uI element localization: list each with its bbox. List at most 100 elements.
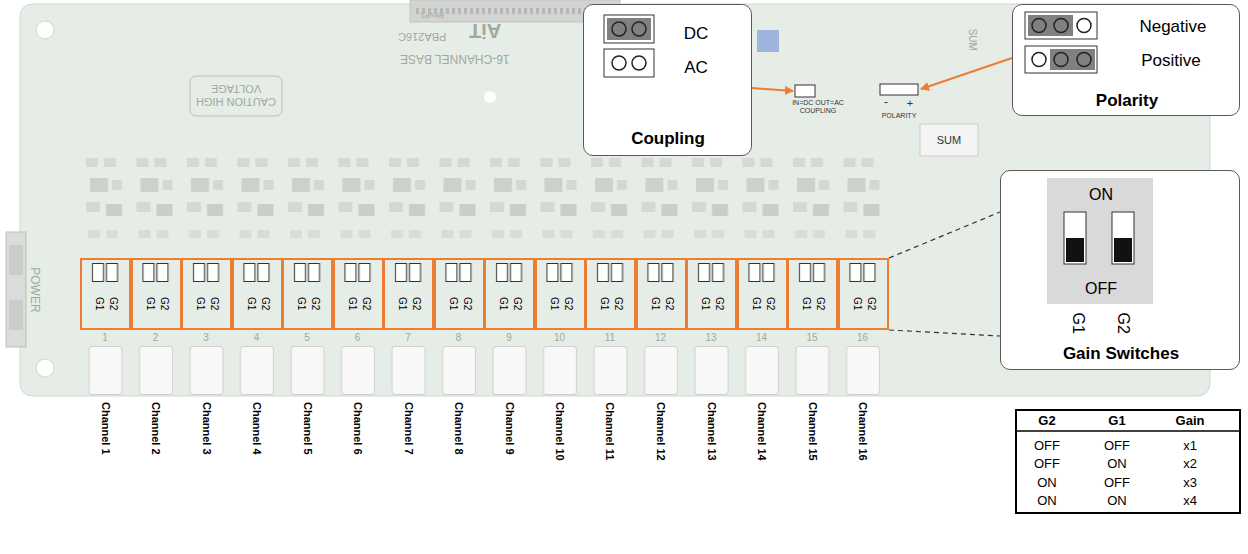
- switch-label: G1: [296, 297, 308, 310]
- switch-label: G1: [549, 297, 561, 310]
- switch-label: G1: [145, 297, 157, 310]
- potentiometer: [757, 30, 779, 52]
- channel-number: 1: [102, 332, 108, 344]
- silkscreen-text: 16-CHANNEL BASE: [400, 51, 510, 65]
- polarity-jumper: [880, 84, 918, 95]
- jumper-pin: [1032, 53, 1046, 67]
- jumper-marking: +: [907, 97, 913, 110]
- jumper-cap: [607, 18, 651, 40]
- table-cell: x2: [1183, 457, 1197, 472]
- switch-label: G2: [664, 297, 676, 310]
- channel-number: 10: [554, 332, 565, 344]
- channel-number: 5: [304, 332, 310, 344]
- table-cell: ON: [1037, 476, 1057, 491]
- switch-g1: [1064, 212, 1086, 264]
- switch-label: G2: [765, 297, 777, 310]
- switch-label: G2: [512, 297, 524, 310]
- jumper-pin: [1077, 53, 1091, 67]
- zoom-line: [889, 212, 1000, 258]
- callout-ground: [1000, 170, 1240, 370]
- channel-number: 11: [605, 332, 615, 344]
- table-cell: OFF: [1034, 439, 1060, 454]
- channel-number: 6: [355, 332, 361, 344]
- channel-label: Channel 4: [250, 402, 263, 455]
- table-cell: OFF: [1034, 457, 1060, 472]
- callout-title: Coupling: [631, 129, 705, 149]
- table-rule: [1016, 430, 1240, 432]
- channel-number: 2: [153, 332, 159, 344]
- power-connector-part: [9, 300, 23, 330]
- channel-switch-box: G1G2: [333, 258, 384, 330]
- channel-label: Channel 7: [402, 402, 415, 455]
- channel-label: Channel 10: [553, 402, 566, 461]
- channel-number: 9: [506, 332, 512, 344]
- board-dot: [484, 91, 496, 103]
- jumper-marking: IN=DC OUT=AC COUPLING: [788, 99, 848, 115]
- switch-label: G1: [498, 297, 510, 310]
- switch-label: G1: [397, 297, 409, 310]
- channel-switch-box: G1G2: [787, 258, 838, 330]
- switch-state: ON: [1089, 186, 1113, 204]
- channel-label: Channel 5: [301, 402, 314, 455]
- callout-ground: [1012, 4, 1240, 116]
- zoom-line: [889, 330, 1000, 336]
- components: [80, 150, 888, 250]
- channel-switch-box: G1G2: [686, 258, 737, 330]
- silkscreen-text: CAUTION HIGH VOLTAGE: [193, 83, 279, 108]
- channel-number: 16: [857, 332, 868, 344]
- table-cell: x4: [1183, 494, 1197, 509]
- table-cell: G1: [1108, 414, 1125, 429]
- jumper-label: AC: [684, 58, 708, 78]
- coupling-jumper: [795, 85, 815, 97]
- mount-hole: [36, 359, 54, 377]
- switch-label: G1: [650, 297, 662, 310]
- switch-label: G2: [1114, 312, 1132, 333]
- channel-switch-box: G1G2: [737, 258, 788, 330]
- switch-label: G1: [347, 297, 359, 310]
- switch-label: G2: [159, 297, 171, 310]
- channel-switch-box: G1G2: [636, 258, 687, 330]
- channel-number: 12: [655, 332, 666, 344]
- switch-label: G2: [866, 297, 878, 310]
- channel-label: Channel 13: [705, 402, 718, 461]
- jumper-cap: [1050, 49, 1095, 70]
- jumper-pin: [612, 22, 626, 36]
- leader-arrow: [921, 58, 1012, 89]
- channel-label: Channel 8: [452, 402, 465, 455]
- silkscreen-text: SUM: [966, 29, 978, 51]
- jumper-cap: [1028, 15, 1073, 36]
- channel-switch-box: G1G2: [383, 258, 434, 330]
- power-connector: [6, 232, 26, 347]
- switch-label: G1: [448, 297, 460, 310]
- channel-switch-box: G1G2: [181, 258, 232, 330]
- callout-title: Polarity: [1096, 91, 1158, 111]
- silkscreen-text: AiT: [469, 19, 501, 42]
- callout-box: DCACCoupling: [583, 4, 752, 156]
- silkscreen-text: RevP1: [420, 11, 444, 20]
- jumper-pin: [1054, 53, 1068, 67]
- switch-label: G2: [563, 297, 575, 310]
- switch-label: G1: [700, 297, 712, 310]
- switch-g2: [1112, 212, 1134, 264]
- switch-label: G1: [94, 297, 106, 310]
- table-cell: ON: [1107, 457, 1127, 472]
- channel-number: 13: [705, 332, 716, 344]
- channel-switch-box: G1G2: [434, 258, 485, 330]
- channel-jacks: [80, 346, 888, 396]
- callout-box: NegativePositivePolarity: [1012, 4, 1240, 116]
- switch-state: OFF: [1085, 280, 1117, 298]
- channel-number: 3: [203, 332, 209, 344]
- switch-label: G2: [310, 297, 322, 310]
- channel-switch-box: G1G2: [282, 258, 333, 330]
- switch-label: G2: [361, 297, 373, 310]
- switch-label: G1: [599, 297, 611, 310]
- switch-label: G2: [411, 297, 423, 310]
- leader-arrow: [752, 88, 793, 91]
- table-cell: ON: [1107, 494, 1127, 509]
- table-cell: x1: [1183, 439, 1197, 454]
- channel-switch-box: G1G2: [585, 258, 636, 330]
- channel-label: Channel 6: [351, 402, 364, 455]
- switch-label: G1: [195, 297, 207, 310]
- switch-label: G1: [801, 297, 813, 310]
